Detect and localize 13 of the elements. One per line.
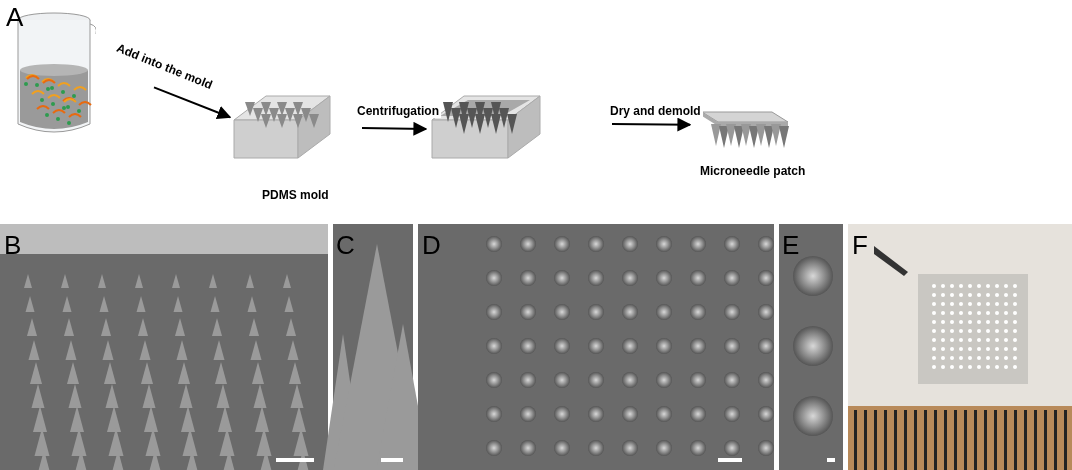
edge-label: Centrifugation — [355, 104, 441, 118]
panel-letter: E — [782, 230, 800, 261]
arrow — [611, 117, 692, 132]
arrow — [153, 86, 232, 120]
panel-letter: C — [336, 230, 355, 261]
arrow — [361, 121, 428, 136]
node-label: Microneedle patch — [700, 164, 806, 178]
node-label: PDMS mold — [262, 188, 329, 202]
panel-letter: A — [6, 2, 24, 33]
edge-label: Dry and demold — [608, 104, 703, 118]
panel-letter: F — [852, 230, 868, 261]
panel-letter: B — [4, 230, 22, 261]
panel-letter: D — [422, 230, 441, 261]
